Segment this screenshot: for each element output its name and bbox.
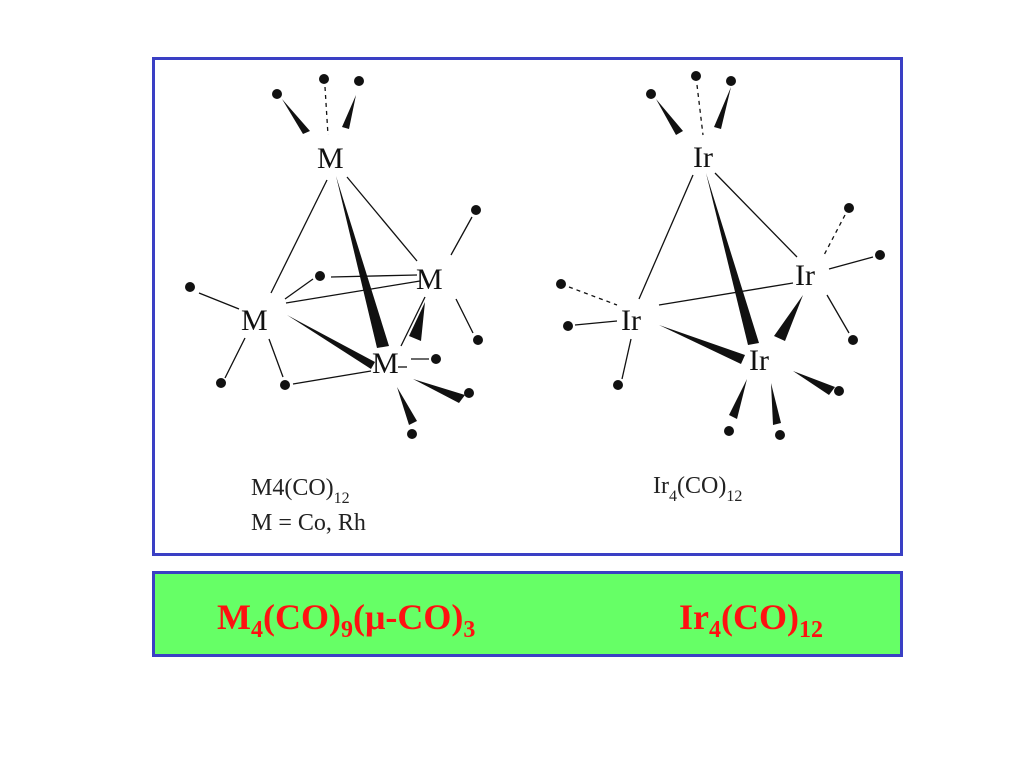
co-ligand (464, 388, 474, 398)
bridging-co-bond (292, 370, 372, 385)
co-bond (574, 320, 618, 326)
mm-bond (270, 179, 328, 294)
caption-bar: M4(CO)9(μ-CO)3 Ir4(CO)12 (152, 571, 903, 657)
co-bond (621, 338, 632, 380)
co-ligand (471, 205, 481, 215)
co-bond (198, 292, 240, 310)
co-ligand (848, 335, 858, 345)
metal-atom-label: M (416, 263, 443, 296)
co-dashed-bond (568, 286, 618, 306)
mm-bond (346, 176, 418, 262)
co-dashed-bond (822, 214, 846, 258)
mm-bond (400, 296, 426, 347)
metal-atom-label: M (317, 142, 344, 175)
co-ligand (185, 282, 195, 292)
ir-ir-bond-wedge (706, 173, 759, 345)
co-ligand (844, 203, 854, 213)
metal-atom-label: M (372, 347, 399, 380)
co-ligand (319, 74, 329, 84)
co-wedge (397, 387, 417, 425)
bridging-co-ligand (315, 271, 325, 281)
co-bond (455, 298, 474, 334)
iridium-atom-label: Ir (795, 259, 815, 292)
bridging-co-ligand (431, 354, 441, 364)
co-ligand (407, 429, 417, 439)
co-ligand (646, 89, 656, 99)
cluster-structures-diagram: M M M M M4(CO)12 M = Co, Rh (185, 71, 885, 536)
co-wedge (729, 379, 747, 419)
co-wedge (771, 383, 781, 425)
co-wedge (714, 87, 731, 129)
structure-figure-frame: M M M M M4(CO)12 M = Co, Rh (152, 57, 903, 556)
co-wedge (342, 95, 356, 129)
co-bond (828, 256, 874, 270)
co-ligand (724, 426, 734, 436)
bridging-co-bond (268, 338, 284, 378)
co-ligand (272, 89, 282, 99)
co-wedge (413, 379, 465, 403)
co-bond (450, 216, 473, 256)
co-ligand (556, 279, 566, 289)
mm-bond (285, 280, 421, 304)
bridging-co-bond (284, 278, 314, 300)
co-wedge (282, 99, 310, 134)
co-wedge (656, 99, 683, 135)
ir-ir-bond-wedge (774, 295, 803, 341)
co-ligand (216, 378, 226, 388)
left-formula: M4(CO)12 (251, 475, 350, 507)
co-bond (826, 294, 850, 334)
metal-definition: M = Co, Rh (251, 510, 366, 536)
ir-ir-bond (638, 174, 694, 300)
right-formula: Ir4(CO)12 (653, 473, 742, 505)
mm-bond-wedge (287, 315, 375, 369)
co-ligand (775, 430, 785, 440)
co-ligand (563, 321, 573, 331)
ir-ir-bond (658, 282, 794, 306)
caption-right-formula: Ir4(CO)12 (679, 597, 823, 643)
co-dashed-bond (324, 86, 329, 136)
co-ligand (691, 71, 701, 81)
co-dashed-bond (696, 84, 704, 136)
ir-ir-bond (714, 172, 798, 258)
co-ligand (726, 76, 736, 86)
iridium-atom-label: Ir (693, 141, 713, 174)
bridging-co-ligand (280, 380, 290, 390)
ir-ir-bond-wedge (659, 325, 745, 364)
iridium-atom-label: Ir (749, 344, 769, 377)
co-ligand (613, 380, 623, 390)
co-ligand (354, 76, 364, 86)
co-wedge (793, 371, 835, 395)
left-cluster-structure: M M M M M4(CO)12 M = Co, Rh (185, 74, 483, 536)
right-cluster-structure: Ir Ir Ir Ir Ir4(CO)12 (556, 71, 885, 505)
metal-atom-label: M (241, 304, 268, 337)
co-wedge (409, 302, 425, 341)
bridging-co-bond (330, 274, 418, 278)
iridium-atom-label: Ir (621, 304, 641, 337)
co-ligand (875, 250, 885, 260)
co-ligand (473, 335, 483, 345)
caption-left-formula: M4(CO)9(μ-CO)3 (217, 597, 476, 643)
co-bond (224, 337, 246, 379)
co-ligand (834, 386, 844, 396)
mm-bond-wedge (336, 176, 389, 348)
